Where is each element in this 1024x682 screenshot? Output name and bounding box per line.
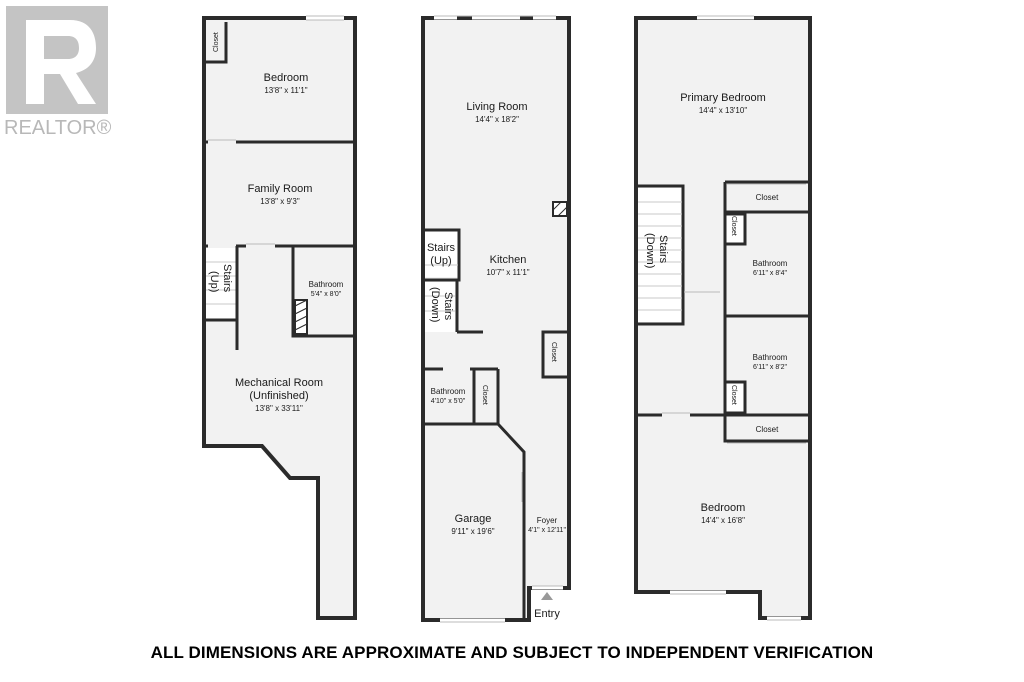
main-bathroom-dim: 4'10" x 5'0" — [431, 398, 466, 405]
living-room-dim: 14'4" x 18'2" — [475, 115, 519, 124]
family-room-dim: 13'8" x 9'3" — [260, 197, 300, 206]
living-room-name: Living Room — [466, 101, 527, 113]
basement-bedroom-dim: 13'8" x 11'1" — [264, 86, 307, 95]
upper-closet-mid-label: Closet — [756, 425, 779, 434]
mechanical-room-sub: (Unfinished) — [249, 390, 308, 402]
upper-bathroom1-dim: 6'11" x 8'4" — [753, 270, 787, 277]
basement-bathroom-name: Bathroom — [309, 280, 344, 289]
foyer-name: Foyer — [537, 516, 558, 525]
realtor-r-logo-icon: REALTOR® — [4, 6, 112, 139]
basement-closet-label: Closet — [213, 32, 220, 52]
upper-closet-top-label: Closet — [756, 193, 779, 202]
basement-floor-plan: Closet Bedroom 13'8" x 11'1" Family Room… — [202, 15, 357, 620]
foyer-dim: 4'1" x 12'11" — [528, 527, 566, 534]
basement-bedroom-name: Bedroom — [264, 72, 309, 84]
basement-bathroom-dim: 5'4" x 8'0" — [311, 291, 342, 298]
realtor-logo: REALTOR® — [4, 6, 114, 140]
kitchen-dim: 10'7" x 11'1" — [486, 268, 529, 277]
upper-closet-small1-label: Closet — [730, 216, 737, 236]
main-stairs-up-name: Stairs — [427, 242, 456, 254]
main-closet2-label: Closet — [481, 385, 488, 405]
basement-stairs-label: Stairs — [221, 264, 233, 293]
main-stairs-down-name: Stairs — [442, 292, 454, 321]
upper-stairs-dir: (Down) — [644, 233, 656, 268]
main-stairs-up-dir: (Up) — [430, 255, 451, 267]
family-room-name: Family Room — [248, 183, 313, 195]
garage-name: Garage — [455, 513, 492, 525]
upper-floor-plan: Primary Bedroom 14'4" x 13'10" Closet St… — [634, 15, 812, 621]
upper-stairs-name: Stairs — [657, 235, 669, 264]
primary-bedroom-dim: 14'4" x 13'10" — [699, 106, 747, 115]
kitchen-name: Kitchen — [490, 254, 527, 266]
entry-label: Entry — [534, 608, 560, 620]
main-bathroom-name: Bathroom — [431, 387, 466, 396]
upper-bathroom2-dim: 6'11" x 8'2" — [753, 364, 787, 371]
garage-dim: 9'11" x 19'6" — [451, 527, 494, 536]
realtor-logo-text: REALTOR® — [4, 117, 112, 139]
upper-closet-small2-label: Closet — [730, 385, 737, 405]
primary-bedroom-name: Primary Bedroom — [680, 92, 766, 104]
main-floor-plan: Living Room 14'4" x 18'2" Kitchen 10'7" … — [421, 15, 571, 623]
upper-bathroom2-name: Bathroom — [753, 353, 788, 362]
upper-bathroom1-name: Bathroom — [753, 259, 788, 268]
main-stairs-down-dir: (Down) — [429, 287, 441, 322]
upper-bedroom-name: Bedroom — [701, 502, 746, 514]
main-closet-label: Closet — [550, 342, 557, 362]
upper-bedroom-dim: 14'4" x 16'8" — [701, 516, 745, 525]
mechanical-room-name: Mechanical Room — [235, 377, 323, 389]
dimensions-disclaimer: ALL DIMENSIONS ARE APPROXIMATE AND SUBJE… — [150, 643, 874, 662]
basement-stairs-dir: (Up) — [208, 271, 220, 292]
mechanical-room-dim: 13'8" x 33'11" — [255, 404, 303, 413]
